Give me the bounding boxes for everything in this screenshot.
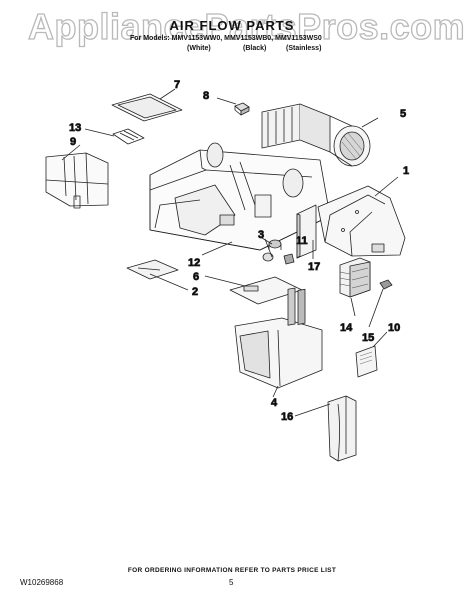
callout-13: 13 — [69, 122, 81, 134]
page-number: 5 — [229, 578, 234, 587]
callout-12: 12 — [188, 257, 200, 269]
callout-2: 2 — [192, 286, 198, 298]
diagram-title: AIR FLOW PARTS — [169, 18, 295, 33]
callout-3: 3 — [258, 229, 264, 241]
finish-black: (Black) — [243, 45, 267, 52]
callout-17: 17 — [308, 261, 320, 273]
part-11-connector — [262, 252, 295, 265]
callout-16: 16 — [281, 411, 293, 423]
site-watermark: AppliancePartsPros.com — [27, 5, 464, 47]
part-7-plate — [111, 93, 183, 122]
part-17-strip — [296, 204, 317, 259]
part-5-blower — [261, 103, 371, 167]
part-1-duct — [317, 185, 406, 257]
callout-4: 4 — [271, 397, 278, 409]
part-3-thermostat — [268, 239, 282, 250]
part-10-label — [355, 345, 378, 378]
part-8-clip — [234, 102, 250, 116]
part-4-panel — [234, 287, 323, 389]
part-9-bracket — [45, 152, 109, 209]
ordering-note: FOR ORDERING INFORMATION REFER TO PARTS … — [127, 567, 337, 574]
callout-5: 5 — [400, 108, 406, 120]
callout-10: 10 — [388, 322, 400, 334]
callout-7: 7 — [174, 79, 180, 91]
part-12-plate — [126, 259, 179, 280]
finish-stainless: (Stainless) — [286, 45, 322, 52]
callout-11: 11 — [296, 235, 308, 247]
finish-white: (White) — [187, 45, 211, 52]
part-15-clip — [379, 279, 393, 290]
callout-14: 14 — [340, 322, 353, 334]
part-16-chute — [327, 395, 357, 462]
chassis-housing — [149, 142, 331, 251]
callout-numbers: 7 8 13 9 5 1 3 11 12 6 2 17 14 10 15 4 1… — [69, 79, 410, 424]
part-13-grille — [112, 128, 145, 145]
models-line: For Models: MMV1153WW0, MMV1153WB0, MMV1… — [130, 35, 322, 42]
callout-9: 9 — [70, 136, 76, 148]
document-number: W10269868 — [20, 578, 64, 587]
part-14-transformer — [339, 257, 371, 298]
callout-6: 6 — [193, 271, 199, 283]
callout-8: 8 — [203, 90, 209, 102]
callout-1: 1 — [403, 165, 409, 177]
callout-15: 15 — [362, 332, 374, 344]
leader-lines — [61, 88, 399, 417]
